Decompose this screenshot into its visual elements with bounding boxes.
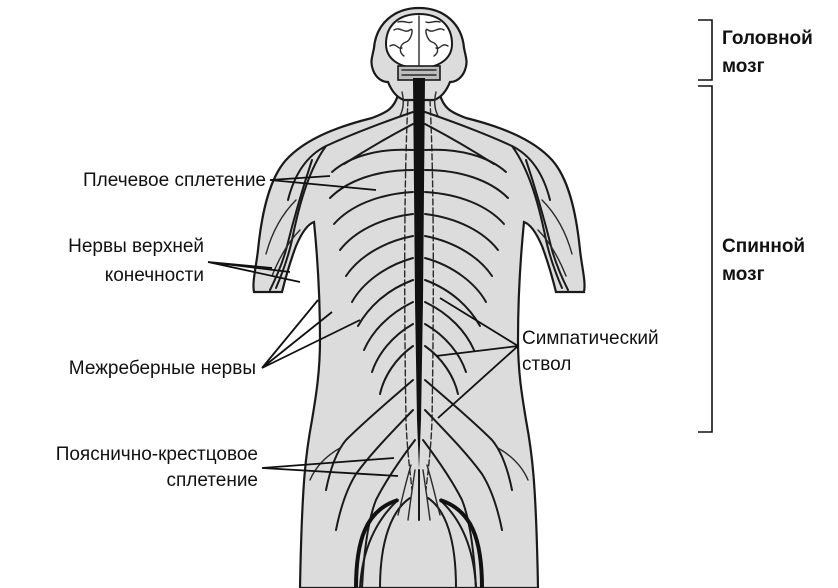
label-upper-limb-nerves-1: Нервы верхней — [68, 236, 204, 257]
label-sympathetic-trunk-1: Симпатический — [522, 328, 659, 349]
label-brachial-plexus: Плечевое сплетение — [83, 170, 266, 191]
brackets — [698, 20, 712, 432]
label-lumbosacral-plexus-1: Пояснично-крестцовое — [56, 444, 258, 465]
label-lumbosacral-plexus-2: сплетение — [166, 470, 258, 491]
label-brain-2: мозг — [722, 56, 765, 77]
label-spinal-cord-1: Спинной — [722, 236, 805, 257]
label-spinal-cord-2: мозг — [722, 264, 765, 285]
label-intercostal-nerves: Межреберные нервы — [69, 358, 256, 379]
label-brain-1: Головной — [722, 28, 813, 49]
label-upper-limb-nerves-2: конечности — [105, 265, 204, 286]
spinal-cord-bracket — [698, 86, 712, 432]
label-sympathetic-trunk-2: ствол — [522, 354, 571, 375]
brain-bracket — [698, 20, 712, 80]
